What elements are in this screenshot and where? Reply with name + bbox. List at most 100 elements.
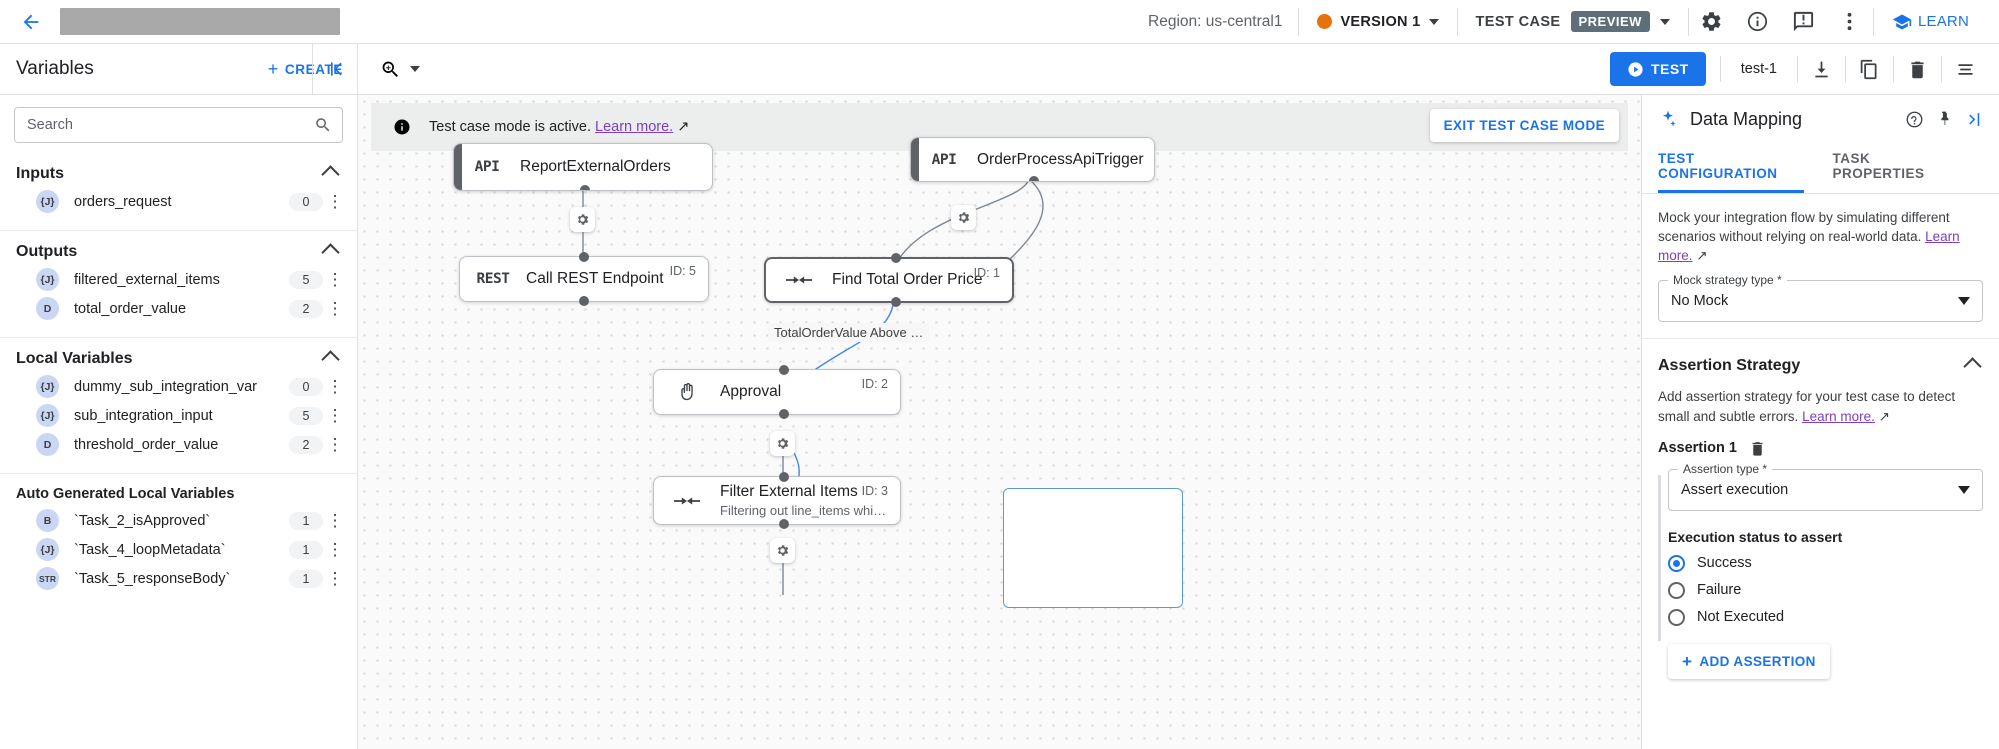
version-status-dot <box>1317 14 1333 29</box>
variable-type-badge: {J} <box>36 538 59 561</box>
node-output-port <box>891 297 901 307</box>
variable-name: sub_integration_input <box>74 407 213 424</box>
hand-icon <box>654 381 720 403</box>
create-variable-button[interactable]: + CREATE <box>268 60 357 78</box>
node-filter-external-items[interactable]: Filter External Items Filtering out line… <box>653 472 901 529</box>
variable-count: 0 <box>289 377 323 396</box>
test-button[interactable]: TEST <box>1609 52 1706 86</box>
node-order-process-api-trigger[interactable]: API OrderProcessApiTrigger <box>910 137 1155 182</box>
more-vert-icon[interactable]: ⋮ <box>326 377 344 396</box>
data-mapping-panel: Data Mapping TEST CONFIGURATION TASK PRO… <box>1641 95 1999 749</box>
exit-test-case-mode-button[interactable]: EXIT TEST CASE MODE <box>1429 109 1619 142</box>
node-title: Filter External Items <box>720 483 858 500</box>
gear-icon[interactable] <box>1689 0 1735 44</box>
learn-more-link[interactable]: Learn more. <box>1658 229 1960 264</box>
sidebar-section-inputs: Inputs {J} orders_request 0 ⋮ <box>0 153 357 231</box>
section-header-outputs[interactable]: Outputs <box>0 235 357 265</box>
search-input[interactable] <box>27 117 314 133</box>
edge-config-icon[interactable] <box>570 207 595 232</box>
mock-description: Mock your integration flow by simulating… <box>1658 210 1960 264</box>
list-icon[interactable] <box>1942 44 1989 95</box>
info-icon[interactable] <box>1735 0 1781 44</box>
node-call-rest-endpoint[interactable]: REST Call REST Endpoint ID: 5 <box>459 252 709 306</box>
variable-name: filtered_external_items <box>74 271 220 288</box>
canvas-toolbar <box>358 44 1610 94</box>
download-icon[interactable] <box>1798 44 1845 95</box>
search-box[interactable] <box>14 107 343 143</box>
trash-icon[interactable] <box>1749 440 1766 457</box>
collapse-right-icon[interactable] <box>1959 104 1989 134</box>
list-item[interactable]: {J} orders_request 0 ⋮ <box>0 187 357 216</box>
help-icon[interactable] <box>1899 104 1929 134</box>
list-item[interactable]: {J} filtered_external_items 5 ⋮ <box>0 265 357 294</box>
section-header-local-variables[interactable]: Local Variables <box>0 342 357 372</box>
test-case-selector[interactable]: TEST CASE PREVIEW <box>1458 11 1688 32</box>
more-vert-icon[interactable] <box>1827 0 1873 44</box>
node-output-port <box>579 296 589 306</box>
edge-config-icon[interactable] <box>770 538 795 563</box>
add-assertion-button[interactable]: + ADD ASSERTION <box>1668 643 1830 679</box>
list-item[interactable]: {J} sub_integration_input 5 ⋮ <box>0 401 357 430</box>
external-link-icon: ↗ <box>1878 408 1890 424</box>
trash-icon[interactable] <box>1894 44 1941 95</box>
more-vert-icon[interactable]: ⋮ <box>326 511 344 530</box>
section-header-auto-generated[interactable]: Auto Generated Local Variables <box>0 478 357 506</box>
divider <box>1456 7 1458 36</box>
test-case-name[interactable]: test-1 <box>1740 61 1777 77</box>
more-vert-icon[interactable]: ⋮ <box>326 270 344 289</box>
back-arrow-icon[interactable] <box>14 5 48 39</box>
api-icon: API <box>474 159 500 175</box>
list-item[interactable]: {J} `Task_4_loopMetadata` 1 ⋮ <box>0 535 357 564</box>
zoom-control[interactable] <box>380 59 420 80</box>
node-input-port <box>579 252 589 262</box>
mock-strategy-select[interactable]: Mock strategy type * No Mock <box>1658 273 1983 323</box>
pin-icon[interactable] <box>1929 104 1959 134</box>
learn-more-link[interactable]: Learn more. <box>595 119 674 135</box>
selection-box[interactable] <box>1003 488 1183 608</box>
copy-icon[interactable] <box>1846 44 1893 95</box>
flow-canvas[interactable]: Test case mode is active. Learn more. ↗ … <box>358 95 1641 749</box>
feedback-icon[interactable] <box>1781 0 1827 44</box>
section-header-inputs[interactable]: Inputs <box>0 157 357 187</box>
list-item[interactable]: D threshold_order_value 2 ⋮ <box>0 430 357 459</box>
more-vert-icon[interactable]: ⋮ <box>326 569 344 588</box>
list-item[interactable]: STR `Task_5_responseBody` 1 ⋮ <box>0 564 357 593</box>
more-vert-icon[interactable]: ⋮ <box>326 540 344 559</box>
assertion-section-header[interactable]: Assertion Strategy <box>1658 353 1983 376</box>
radio-option-success[interactable]: Success <box>1668 554 1983 572</box>
sidebar-section-local-variables: Local Variables {J} dummy_sub_integratio… <box>0 338 357 474</box>
list-item[interactable]: {J} dummy_sub_integration_var 0 ⋮ <box>0 372 357 401</box>
edge-config-icon[interactable] <box>951 205 976 230</box>
external-link-icon: ↗ <box>1696 248 1708 264</box>
version-selector[interactable]: VERSION 1 <box>1299 14 1456 30</box>
tab-test-configuration[interactable]: TEST CONFIGURATION <box>1658 143 1804 193</box>
node-find-total-order-price[interactable]: Find Total Order Price ID: 1 <box>764 253 1014 307</box>
node-report-external-orders[interactable]: API ReportExternalOrders <box>453 143 713 191</box>
section-title: Local Variables <box>16 350 133 367</box>
edge-config-icon[interactable] <box>770 431 795 456</box>
more-vert-icon[interactable]: ⋮ <box>326 435 344 454</box>
node-output-port <box>580 185 590 190</box>
node-approval[interactable]: Approval ID: 2 <box>653 365 901 419</box>
more-vert-icon[interactable]: ⋮ <box>326 406 344 425</box>
radio-option-failure[interactable]: Failure <box>1668 581 1983 599</box>
more-vert-icon[interactable]: ⋮ <box>326 192 344 211</box>
collapse-sidebar-button[interactable] <box>312 44 358 94</box>
list-item[interactable]: B `Task_2_isApproved` 1 ⋮ <box>0 506 357 535</box>
edge-condition-label[interactable]: TotalOrderValue Above … <box>768 323 930 342</box>
learn-more-link[interactable]: Learn more. <box>1802 408 1875 424</box>
more-vert-icon[interactable]: ⋮ <box>326 299 344 318</box>
api-icon: API <box>931 151 957 168</box>
tab-task-properties[interactable]: TASK PROPERTIES <box>1832 151 1925 181</box>
test-case-label: TEST CASE <box>1475 13 1561 30</box>
list-item[interactable]: D total_order_value 2 ⋮ <box>0 294 357 323</box>
mapping-icon <box>766 272 832 288</box>
assertion-type-select[interactable]: Assertion type * Assert execution <box>1668 461 1983 511</box>
field-value: Assert execution <box>1681 481 1789 498</box>
page-title-redacted <box>60 8 340 35</box>
radio-option-not-executed[interactable]: Not Executed <box>1668 608 1983 626</box>
sidebar-section-outputs: Outputs {J} filtered_external_items 5 ⋮ … <box>0 231 357 338</box>
assertion-item-header: Assertion 1 <box>1658 440 1983 457</box>
learn-button[interactable]: LEARN <box>1874 12 1985 32</box>
node-id: ID: 5 <box>669 264 696 278</box>
